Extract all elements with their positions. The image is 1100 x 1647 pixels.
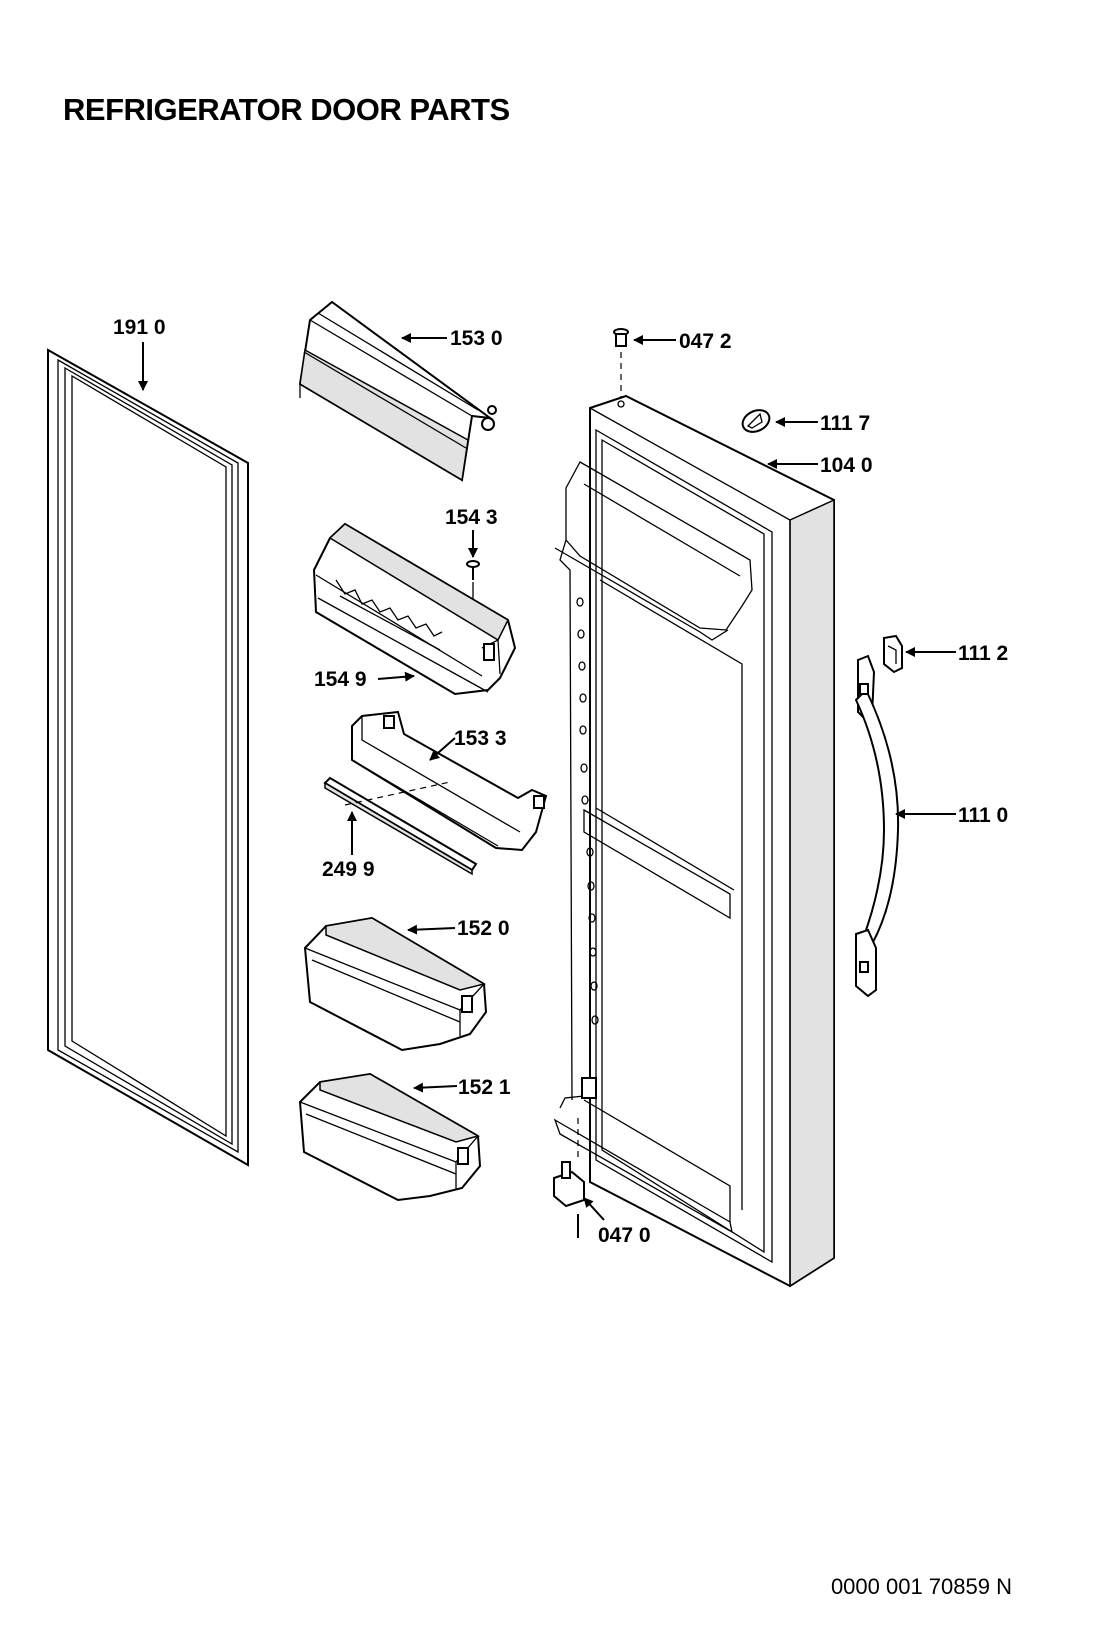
part-label-bin-low: 152 1 xyxy=(458,1076,511,1099)
part-label-hinge-bottom: 047 0 xyxy=(598,1224,651,1247)
part-label-handle: 111 0 xyxy=(958,804,1008,827)
leader-bar xyxy=(429,737,456,761)
leader-hinge-bottom xyxy=(583,1197,605,1221)
pin-top-drawing xyxy=(613,328,629,347)
rack-pin-drawing xyxy=(466,560,480,580)
bin-low-drawing xyxy=(298,1072,482,1202)
leader-bin-low xyxy=(413,1082,458,1093)
bar-drawing xyxy=(351,710,548,852)
leader-bin-mid xyxy=(407,924,456,935)
guide-strip xyxy=(344,781,451,806)
part-label-gasket: 191 0 xyxy=(113,316,166,339)
part-label-bottle-rack: 154 3 xyxy=(445,506,498,529)
part-label-bin-mid: 152 0 xyxy=(457,917,510,940)
part-label-door: 104 0 xyxy=(820,454,873,477)
part-label-bin-large: 154 9 xyxy=(314,668,367,691)
gasket-drawing xyxy=(47,348,249,1167)
strip-drawing xyxy=(323,776,478,876)
part-label-pin-top: 047 2 xyxy=(679,330,732,353)
part-label-clip: 111 2 xyxy=(958,642,1008,665)
bin-mid-drawing xyxy=(303,916,488,1052)
clip-drawing xyxy=(883,634,903,674)
plug-drawing xyxy=(741,409,771,433)
page-title: REFRIGERATOR DOOR PARTS xyxy=(63,92,510,127)
document-code: 0000 001 70859 N xyxy=(830,1574,1012,1599)
part-label-strip: 249 9 xyxy=(322,858,375,881)
hinge-bottom-drawing xyxy=(553,1161,585,1208)
bin-large-drawing xyxy=(312,522,517,696)
part-label-cover: 153 0 xyxy=(450,327,503,350)
cover-drawing xyxy=(298,300,497,482)
part-label-plug: 111 7 xyxy=(820,412,870,435)
leader-bin-large xyxy=(377,671,415,682)
handle-drawing xyxy=(854,654,900,998)
door-drawing xyxy=(553,394,835,1288)
part-label-bar: 153 3 xyxy=(454,727,507,750)
